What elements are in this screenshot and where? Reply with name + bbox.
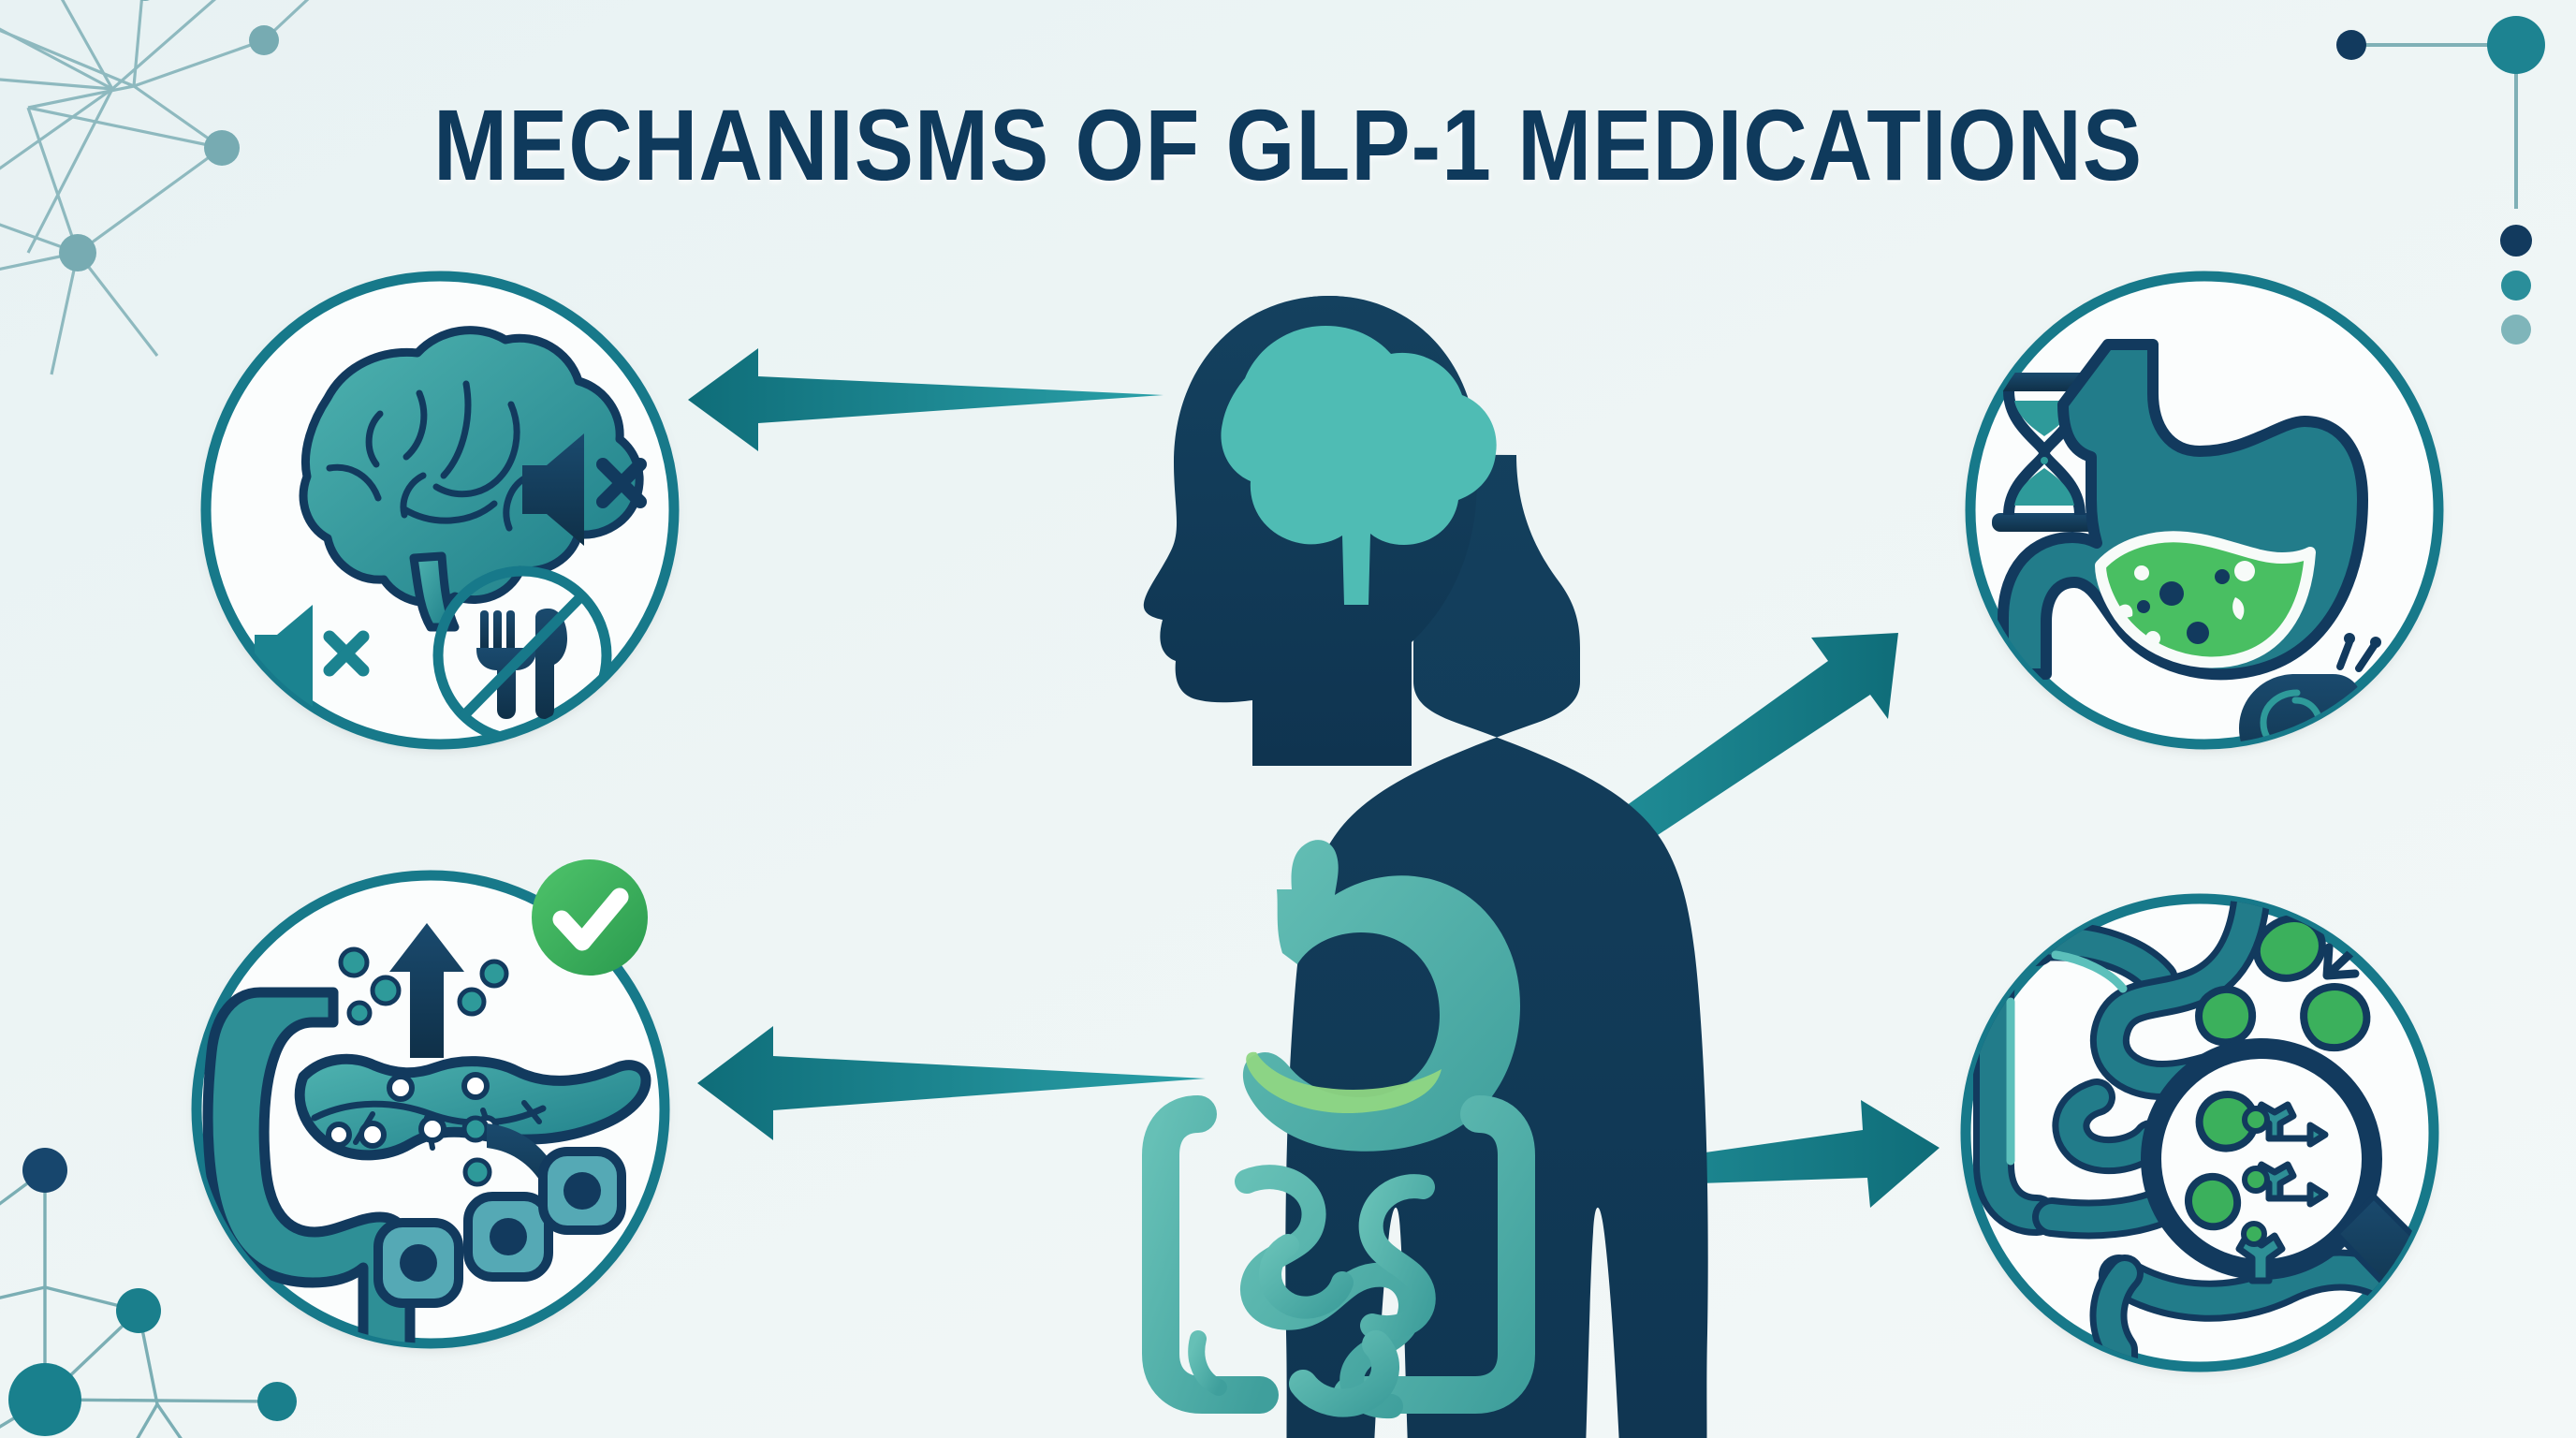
intestines (1142, 1095, 1535, 1438)
callout-insulin-secretion[interactable] (191, 859, 670, 1357)
network-graph-top-left (0, 0, 310, 375)
brain (1221, 326, 1497, 605)
stomach-icon (1998, 339, 2368, 681)
network-nodes-bottom-left (8, 1148, 297, 1436)
callout-hotspot-brain-appetite[interactable] (206, 276, 674, 744)
brain-icon (299, 326, 644, 632)
stomach (1242, 840, 1520, 1152)
callout-brain-appetite[interactable] (200, 271, 680, 750)
human-silhouette (1142, 296, 1708, 1438)
stomach-contents (1246, 1051, 1442, 1114)
network-nodes-top-left (59, 0, 279, 271)
callout-hotspot-gut-microbiome[interactable] (1966, 899, 2434, 1367)
page-title: MECHANISMS OF GLP-1 MEDICATIONS (432, 88, 2144, 201)
insulin-particles (338, 946, 509, 1187)
up-arrow-icon (389, 923, 464, 1058)
speaker-mute-lower-icon (255, 605, 370, 710)
cells-icon (373, 1147, 626, 1308)
callout-hotspot-gastric-emptying[interactable] (1970, 276, 2438, 744)
check-badge-icon (532, 859, 648, 976)
arrow-stomach-to-bottomleft (697, 1026, 1206, 1140)
callout-gastric-emptying[interactable] (1965, 271, 2444, 796)
arrow-brain-to-topleft (688, 348, 1164, 451)
node-cluster-top-right (2336, 16, 2545, 345)
callout-hotspot-insulin-secretion[interactable] (197, 875, 665, 1343)
speaker-mute-upper-icon (522, 433, 647, 546)
